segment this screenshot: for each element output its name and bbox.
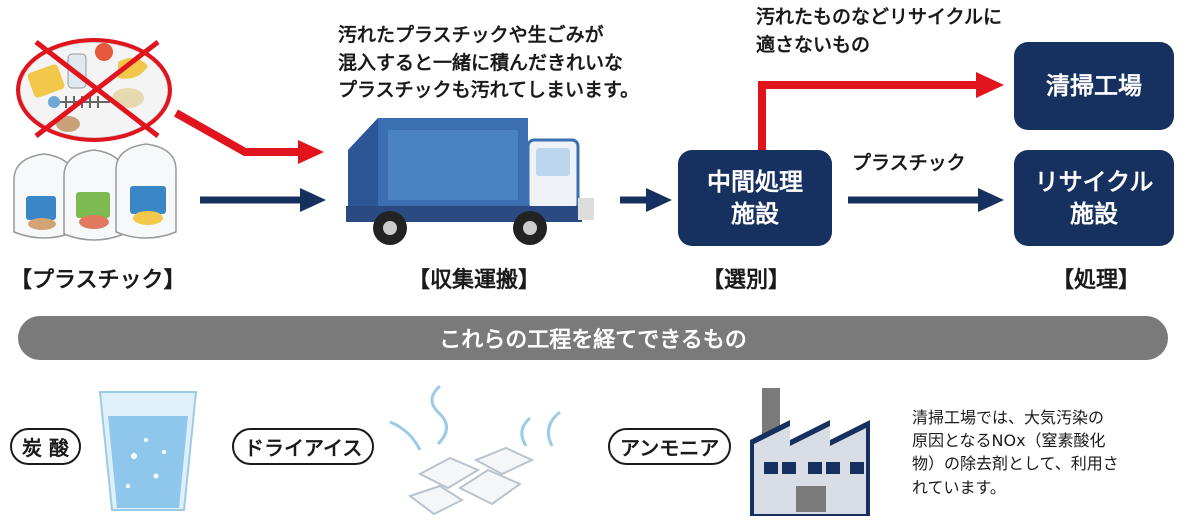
navy-arrow-to-facility [620,188,672,212]
contamination-note: 汚れたプラスチックや生ごみが 混入すると一緒に積んだきれいな プラスチックも汚れ… [338,24,640,102]
navy-arrow-to-recycling [848,188,1004,212]
stage-label-plastic: 【プラスチック】 [10,268,186,293]
garbage-truck-illustration [346,118,594,245]
stage-label-sorting: 【選別】 [702,268,791,293]
stage-label-collection: 【収集運搬】 [408,268,541,293]
dry-ice-label: ドライアイス [232,428,375,465]
ammonia-note: 清掃工場では、大気汚染の 原因となるNOx（窒素酸化 物）の除去剤として、利用さ… [912,408,1119,497]
water-glass-icon [98,391,198,511]
recycling-facility-box: リサイクル 施設 [1014,150,1174,246]
red-arrow-to-truck [174,109,324,164]
ammonia-label: アンモニア [608,428,732,465]
products-banner: これらの工程を経てできるもの [18,316,1168,360]
dry-ice-icon [389,384,561,516]
factory-icon [750,388,870,516]
stage-label-processing: 【処理】 [1052,268,1141,293]
intermediate-facility-box: 中間処理 施設 [678,150,832,246]
carbonic-acid-label: 炭 酸 [10,428,81,465]
contaminated-waste-illustration [16,38,172,142]
plastic-bags-illustration [13,143,177,241]
red-arrow-to-incineration [758,72,1004,152]
unsuitable-note: 汚れたものなどリサイクルに 適さないもの [756,6,1003,56]
plastic-flow-label: プラスチック [852,152,966,174]
incineration-plant-box: 清掃工場 [1014,42,1174,130]
navy-arrow-to-truck [200,188,326,212]
